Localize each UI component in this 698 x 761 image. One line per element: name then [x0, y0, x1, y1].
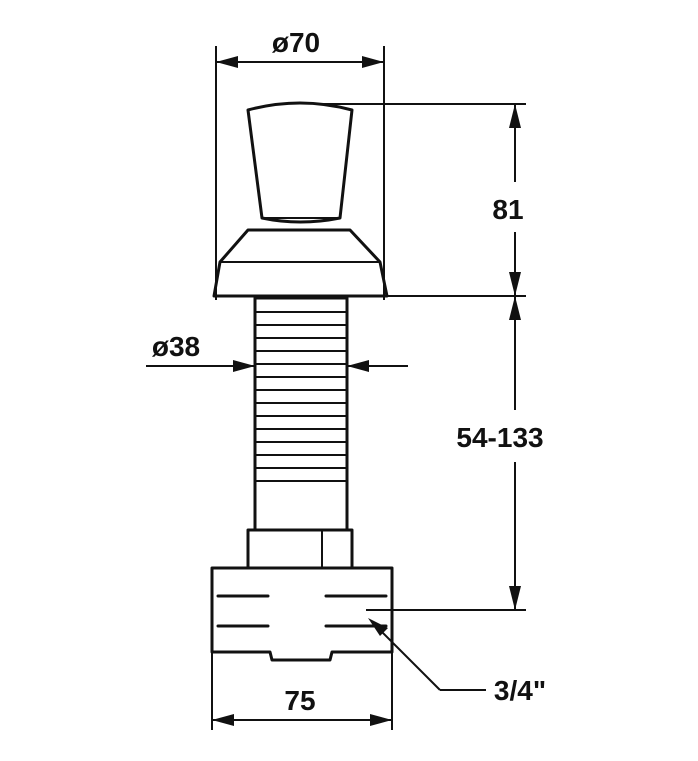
handle	[212, 101, 389, 298]
dimension-base-width: 75	[211, 652, 393, 730]
stem-ribs	[255, 311, 347, 482]
label-adjustable-length: 54-133	[456, 422, 543, 453]
dimension-handle-height: 81	[320, 103, 526, 297]
dimension-handle-diameter: ø70	[215, 27, 385, 300]
label-handle-diameter: ø70	[272, 27, 320, 58]
label-thread-size: 3/4"	[494, 675, 546, 706]
dimension-stem-diameter: ø38	[146, 331, 408, 372]
dimension-adjustable-length: 54-133	[366, 296, 544, 611]
label-handle-height: 81	[492, 194, 523, 225]
base-body	[210, 566, 394, 662]
leader-thread-size: 3/4"	[368, 618, 546, 706]
label-base-width: 75	[284, 685, 315, 716]
extension-stem	[246, 296, 354, 570]
label-stem-diameter: ø38	[152, 331, 200, 362]
